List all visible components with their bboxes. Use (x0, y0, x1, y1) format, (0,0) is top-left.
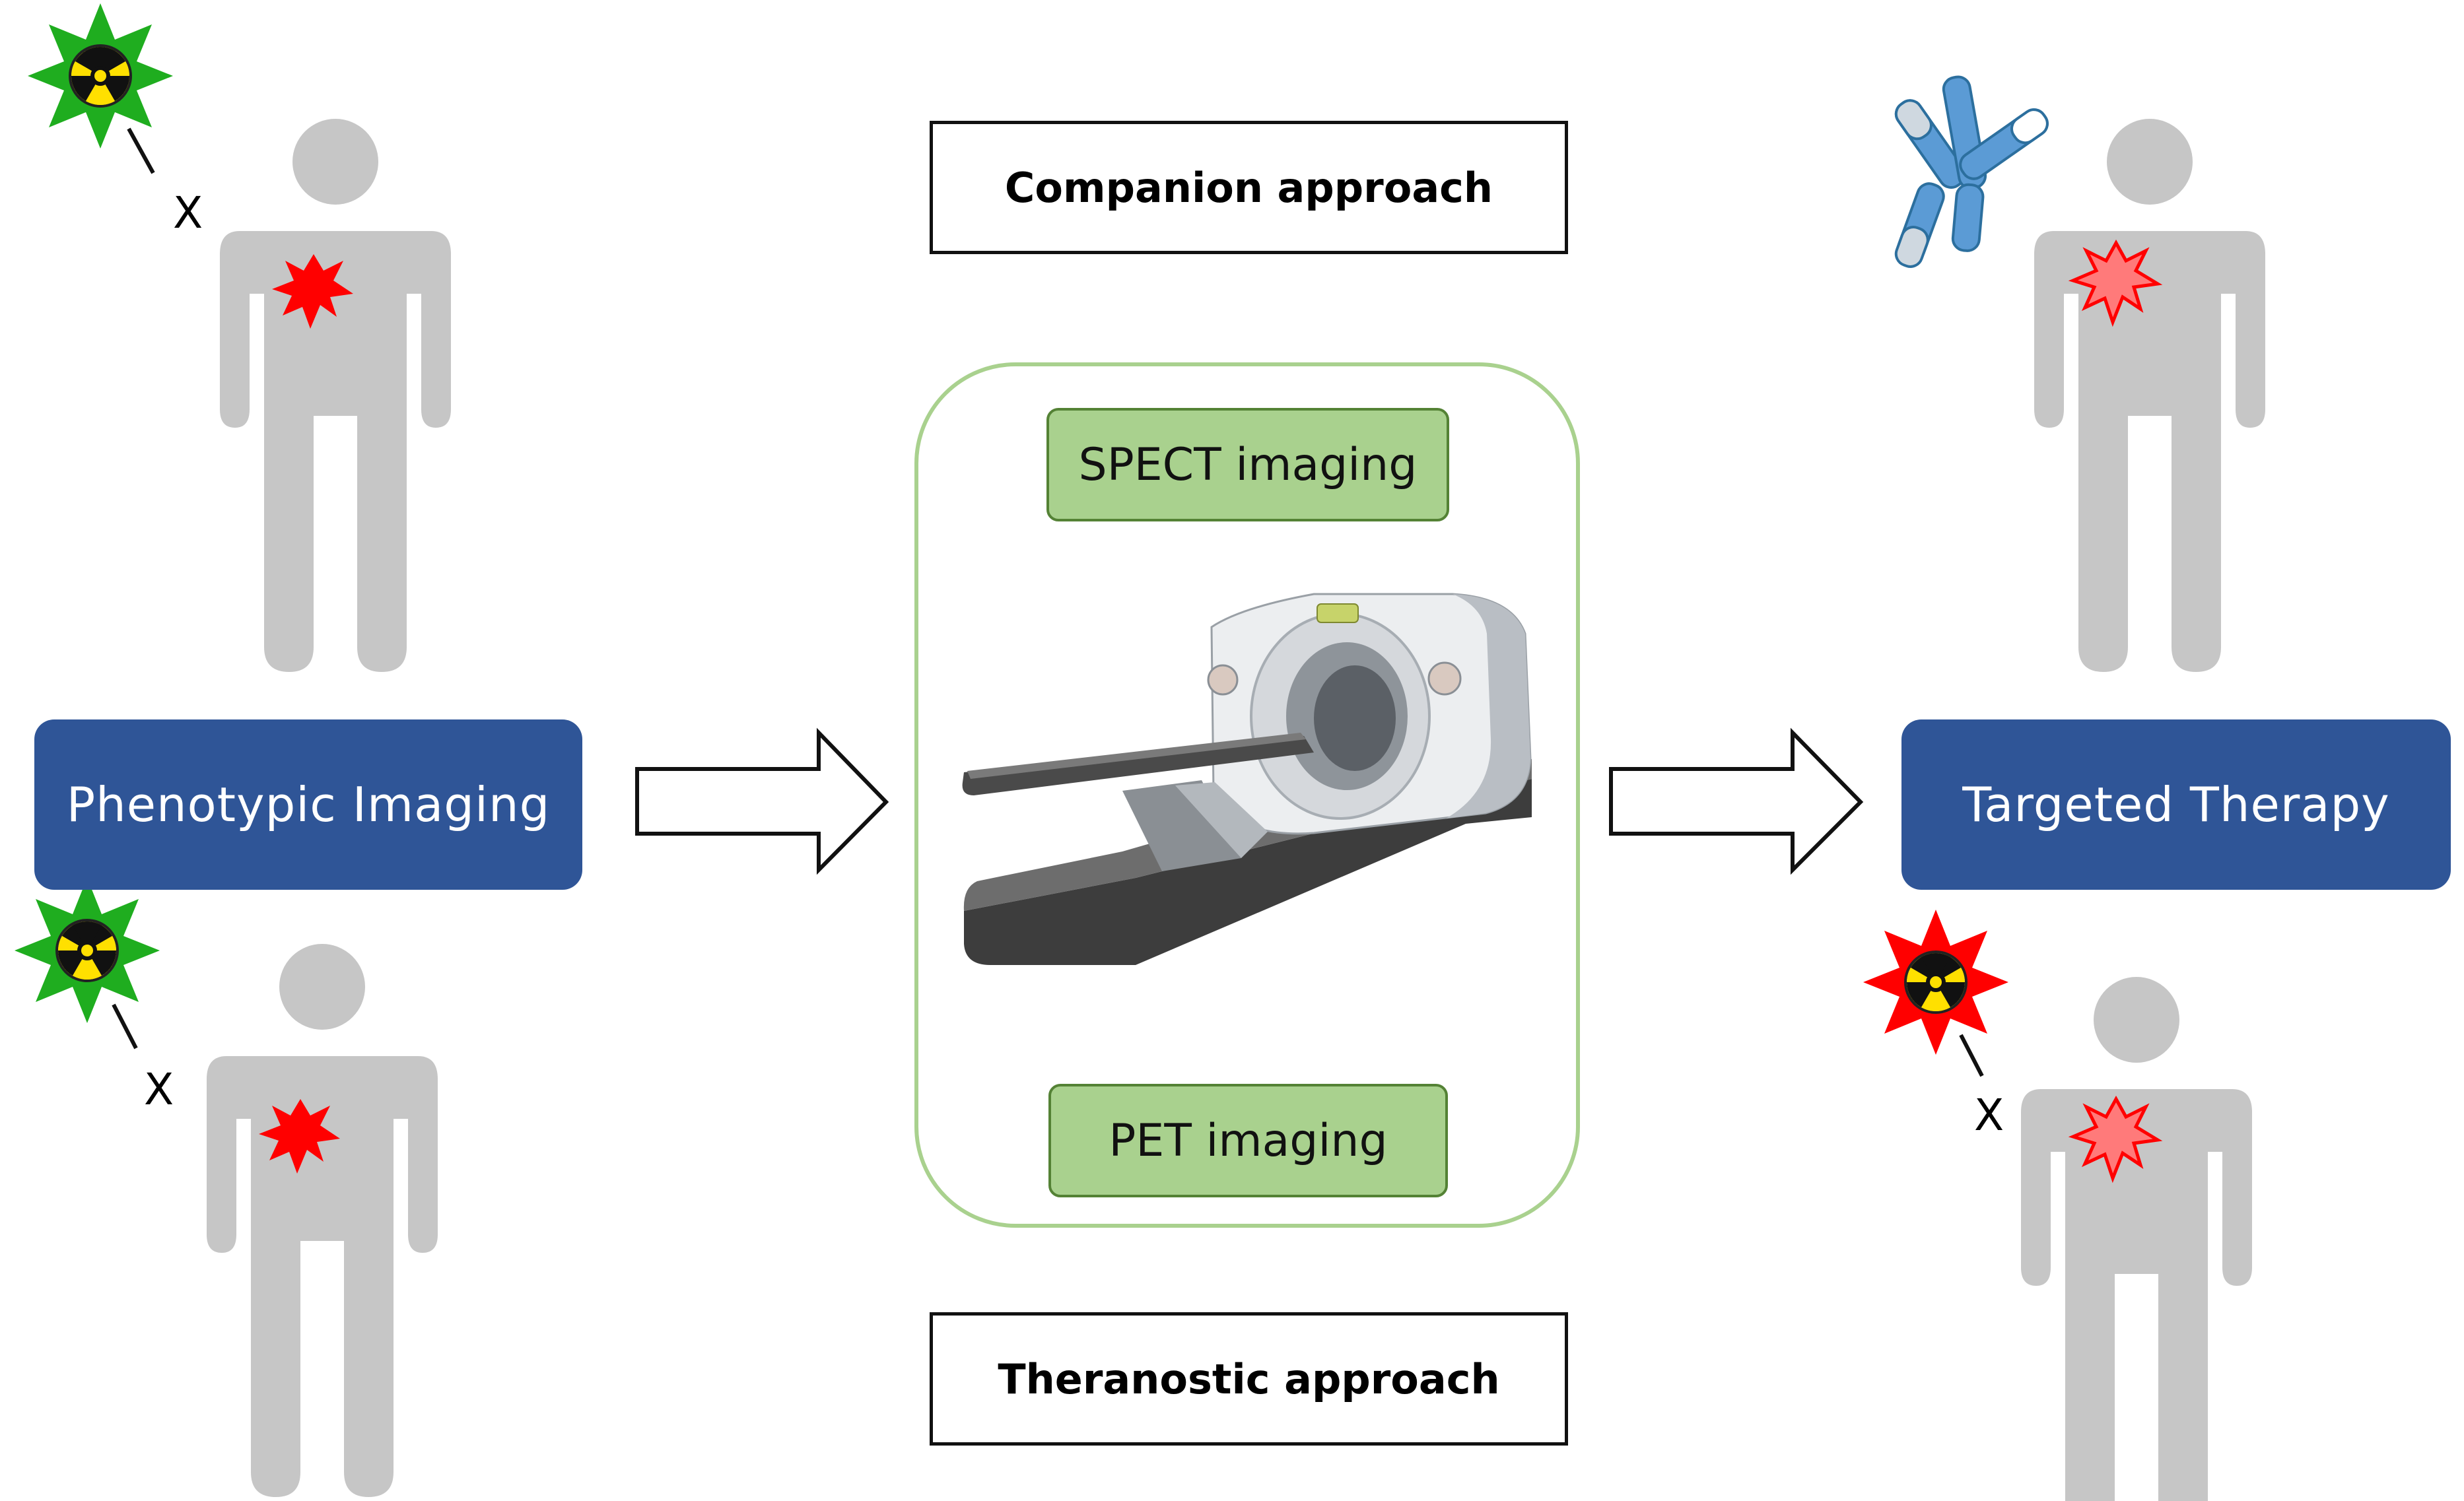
tumor-icon-top-right (2068, 239, 2163, 327)
pet-ct-scanner-icon (962, 593, 1532, 965)
pet-imaging-label: PET imaging (1048, 1084, 1448, 1197)
tumor-icon-bottom-right (2068, 1095, 2163, 1184)
linker-mark-bottom-left: X (144, 1064, 174, 1115)
targeted-therapy-label: Targeted Therapy (1901, 719, 2451, 890)
antibody-icon (1894, 75, 2049, 268)
radioactive-green-star-icon-top-left (28, 3, 173, 174)
companion-approach-label: Companion approach (930, 121, 1568, 254)
phenotypic-imaging-label: Phenotypic Imaging (34, 719, 582, 890)
tumor-icon-bottom-left (259, 1099, 340, 1174)
spect-imaging-label: SPECT imaging (1046, 408, 1449, 521)
theranostic-approach-label: Theranostic approach (930, 1312, 1568, 1446)
person-icon-bottom-left (207, 944, 438, 1497)
person-icon-bottom-right (2021, 977, 2252, 1501)
linker-mark-top-left: X (173, 187, 203, 238)
linker-mark-bottom-right: X (1974, 1090, 2004, 1141)
right-arrow-icon-right (1609, 727, 1864, 875)
radioactive-red-star-icon (1863, 910, 2008, 1077)
person-icon-top-left (220, 119, 451, 672)
tumor-icon-top-left (272, 254, 353, 329)
radioactive-green-star-icon-bottom-left (15, 878, 160, 1050)
person-icon-top-right (2034, 119, 2265, 672)
right-arrow-icon-left (635, 727, 889, 875)
